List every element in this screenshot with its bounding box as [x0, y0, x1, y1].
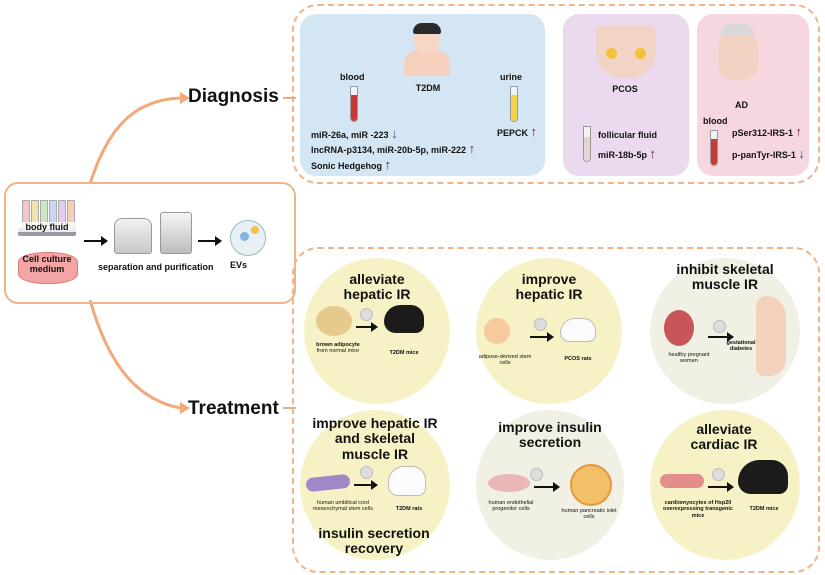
centrifuge-icon [114, 218, 152, 254]
c4-source: human umbilical cord mesenchymal stem ce… [313, 500, 373, 513]
vesicle-icon [240, 232, 249, 241]
c4-extra: insulin secretion recovery [318, 525, 430, 557]
treatment-box [292, 247, 820, 573]
ev-dot-icon [530, 468, 543, 481]
pcos-fluid-label: follicular fluid [598, 130, 658, 140]
culture-dish-icon [18, 252, 78, 284]
follicular-tube-icon [583, 126, 591, 162]
c6-target: T2DM mice [749, 506, 779, 512]
ad-blood-label: blood [703, 116, 728, 126]
pelvis-icon [596, 26, 656, 78]
pepck-text: PEPCK [497, 128, 529, 138]
t2dm-pepck: PEPCK ↑ [497, 124, 537, 139]
arrow-2 [198, 236, 222, 246]
c1-target: T2DM mice [389, 350, 419, 356]
ultracentrifuge-icon [160, 212, 192, 254]
c3-source: healthy pregnant women [668, 352, 710, 365]
up-arrow-icon: ↑ [468, 141, 476, 156]
c5-title: improve insulin secretion [498, 419, 602, 451]
c3-arrow [708, 332, 734, 342]
ad-marker2: p-panTyr-IRS-1 ↓ [732, 146, 805, 161]
t2dm-row3: Sonic Hedgehog ↑ [311, 157, 391, 172]
ev-dot-icon [360, 466, 373, 479]
arrow-1 [84, 236, 108, 246]
c1-source: brown adipocyte from normal mice [306, 342, 370, 355]
body-fluid-label: body fluid [18, 222, 76, 232]
c2-title: improve hepatic IR [515, 271, 583, 303]
vesicle-icon [251, 226, 259, 234]
c1-source-text: brown adipocyte [316, 342, 360, 348]
c1-title: alleviate hepatic IR [343, 271, 411, 303]
elderly-head-icon [712, 20, 762, 86]
c5-arrow [534, 482, 560, 492]
c4-arrow [354, 480, 378, 490]
c6-arrow [708, 482, 734, 492]
t2dm-row3-text: Sonic Hedgehog [311, 161, 383, 171]
pcos-marker: miR-18b-5p ↑ [598, 146, 656, 161]
up-arrow-icon: ↑ [649, 146, 657, 161]
endothelial-cell-icon [488, 474, 530, 492]
ad-marker1: pSer312-IRS-1 ↑ [732, 124, 802, 139]
t2dm-row1-text: miR-26a, miR -223 [311, 130, 389, 140]
rat-icon [388, 466, 426, 496]
down-arrow-icon: ↓ [391, 126, 398, 141]
stem-cell-icon [484, 318, 510, 344]
pcos-label: PCOS [612, 84, 638, 94]
up-arrow-icon: ↑ [384, 157, 392, 172]
c5-target: human pancreatic islet cells [561, 508, 617, 521]
c3-target: gestational diabetes [726, 340, 756, 353]
evs-label: EVs [230, 260, 248, 270]
t2dm-blood-label: blood [340, 72, 365, 82]
c6-title: alleviate cardiac IR [690, 421, 758, 453]
t2dm-row2-text: lncRNA-p3134, miR-20b-5p, miR-222 [311, 145, 467, 155]
up-arrow-icon: ↑ [530, 124, 538, 139]
cell-culture-medium-label: Cell culture medium [22, 254, 72, 274]
c2-source: adipose-derived stem cells [478, 354, 532, 367]
muscle-icon [664, 310, 694, 346]
islet-cell-icon [570, 464, 612, 506]
ev-dot-icon [360, 308, 373, 321]
c2-target: PCOS rats [564, 356, 592, 362]
c1-arrow [356, 322, 378, 332]
brown-adipocyte-icon [316, 306, 352, 336]
blood-tube-icon [350, 86, 358, 122]
mouse-icon [384, 305, 424, 333]
mouse-icon [738, 460, 788, 494]
ad-blood-tube-icon [710, 130, 718, 166]
c6-source: cardiomyocytes of Hsp20 overexpressing t… [662, 500, 733, 519]
down-arrow-icon: ↓ [798, 146, 805, 161]
t2dm-urine-label: urine [500, 72, 523, 82]
c4-target: T2DM rats [395, 506, 423, 512]
ad-marker1-text: pSer312-IRS-1 [732, 128, 794, 138]
urine-tube-icon [510, 86, 518, 122]
cardiomyocyte-icon [660, 474, 704, 488]
ev-dot-icon [712, 468, 725, 481]
patient-icon [396, 20, 458, 76]
t2dm-label: T2DM [415, 83, 441, 93]
t2dm-row1: miR-26a, miR -223 ↓ [311, 126, 398, 141]
source-box [4, 182, 296, 304]
c2-arrow [530, 332, 554, 342]
treatment-title: Treatment [188, 398, 279, 419]
ad-label: AD [735, 100, 748, 110]
c3-title: inhibit skeletal muscle IR [676, 261, 774, 293]
separation-label: separation and purification [98, 262, 214, 272]
diagnosis-box [292, 4, 820, 184]
diagnosis-title: Diagnosis [188, 86, 279, 107]
t2dm-row2: lncRNA-p3134, miR-20b-5p, miR-222 ↑ [311, 141, 475, 156]
ad-marker2-text: p-panTyr-IRS-1 [732, 150, 796, 160]
pcos-marker-text: miR-18b-5p [598, 150, 648, 160]
c1-source-sub: from normal mice [316, 348, 360, 355]
ev-dot-icon [713, 320, 726, 333]
pregnant-belly-icon [756, 296, 786, 376]
ev-dot-icon [534, 318, 547, 331]
c4-title: improve hepatic IR and skeletal muscle I… [312, 415, 438, 462]
up-arrow-icon: ↑ [795, 124, 803, 139]
rat-icon [560, 318, 596, 342]
c5-source: human endothelial progenitor cells [488, 500, 534, 513]
